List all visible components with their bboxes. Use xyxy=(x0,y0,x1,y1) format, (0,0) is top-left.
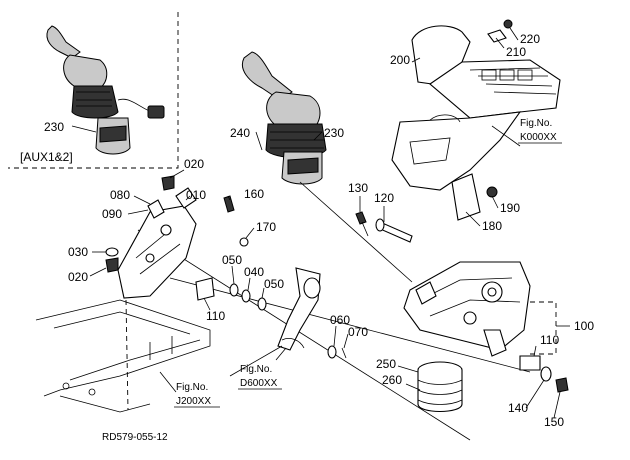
pedal-arm xyxy=(277,267,321,351)
callout-110-left: 110 xyxy=(206,309,225,323)
fig-ref-j200-line2: J200XX xyxy=(176,396,211,407)
callout-060: 060 xyxy=(330,313,350,327)
bolt-150 xyxy=(555,377,569,393)
lever-bracket-assembly xyxy=(403,261,531,357)
callout-030: 030 xyxy=(68,245,88,259)
callout-230: 230 xyxy=(324,126,344,140)
callout-260: 260 xyxy=(382,373,402,387)
joystick-lever xyxy=(242,51,327,185)
collar-050b xyxy=(257,297,267,311)
console-cover xyxy=(391,25,561,191)
collar-050 xyxy=(229,283,239,297)
callout-220: 220 xyxy=(520,32,540,46)
callout-130: 130 xyxy=(348,181,368,195)
callout-230-aux: 230 xyxy=(44,120,64,134)
collar-040 xyxy=(241,289,251,303)
bolt-190 xyxy=(486,186,498,198)
floor-plate xyxy=(35,299,211,413)
callout-210: 210 xyxy=(506,45,526,59)
callout-110-right: 110 xyxy=(540,333,559,347)
bracket-180 xyxy=(451,173,481,221)
fig-ref-d600-line2: D600XX xyxy=(240,378,278,389)
pin-090 xyxy=(147,199,165,219)
callout-240: 240 xyxy=(230,126,250,140)
callout-050b: 050 xyxy=(264,277,284,291)
callout-020-left: 020 xyxy=(68,270,88,284)
bolt-020-left xyxy=(105,257,119,273)
fig-ref-k000: Fig.No. K000XX xyxy=(518,118,562,144)
screw-220 xyxy=(503,19,513,29)
fig-ref-j200: Fig.No. J200XX xyxy=(174,382,220,408)
pin-070 xyxy=(341,347,347,359)
callout-090: 090 xyxy=(102,207,122,221)
callout-040: 040 xyxy=(244,265,264,279)
bushing-110-right xyxy=(519,355,541,371)
bolt-020-top xyxy=(161,175,175,191)
washer-140 xyxy=(540,366,552,382)
callout-050: 050 xyxy=(222,253,242,267)
callout-120: 120 xyxy=(374,191,394,205)
callout-080: 080 xyxy=(110,188,130,202)
callout-250: 250 xyxy=(376,357,396,371)
callout-leaders xyxy=(71,27,570,419)
bushing-110-left xyxy=(195,277,215,301)
cap-030 xyxy=(105,247,119,257)
fig-ref-k000-line2: K000XX xyxy=(520,132,557,143)
callout-100: 100 xyxy=(574,319,594,333)
callout-140: 140 xyxy=(508,401,528,415)
callout-070: 070 xyxy=(348,325,368,339)
fig-ref-d600: Fig.No. D600XX xyxy=(238,364,282,390)
nut-170 xyxy=(239,237,249,247)
callout-170: 170 xyxy=(256,220,276,234)
callout-190: 190 xyxy=(500,201,520,215)
callout-160: 160 xyxy=(244,187,264,201)
bellows-boot xyxy=(417,361,463,413)
callout-020-top: 020 xyxy=(184,157,204,171)
drawing-id: RD579-055-12 xyxy=(102,432,168,443)
aux-inset xyxy=(8,12,179,169)
callout-180: 180 xyxy=(482,219,502,233)
clip-210 xyxy=(487,29,507,43)
callout-200: 200 xyxy=(390,53,410,67)
washer-060 xyxy=(327,345,337,359)
fig-ref-k000-line1: Fig.No. xyxy=(520,118,552,129)
fig-ref-d600-line1: Fig.No. xyxy=(240,364,272,375)
aux-inset-label: [AUX1&2] xyxy=(20,150,73,164)
pin-120 xyxy=(375,218,413,243)
callout-150: 150 xyxy=(544,415,564,429)
aux-joystick-lever xyxy=(46,25,165,155)
bolt-130 xyxy=(355,211,369,237)
callout-010: 010 xyxy=(186,188,206,202)
fig-ref-j200-line1: Fig.No. xyxy=(176,382,208,393)
